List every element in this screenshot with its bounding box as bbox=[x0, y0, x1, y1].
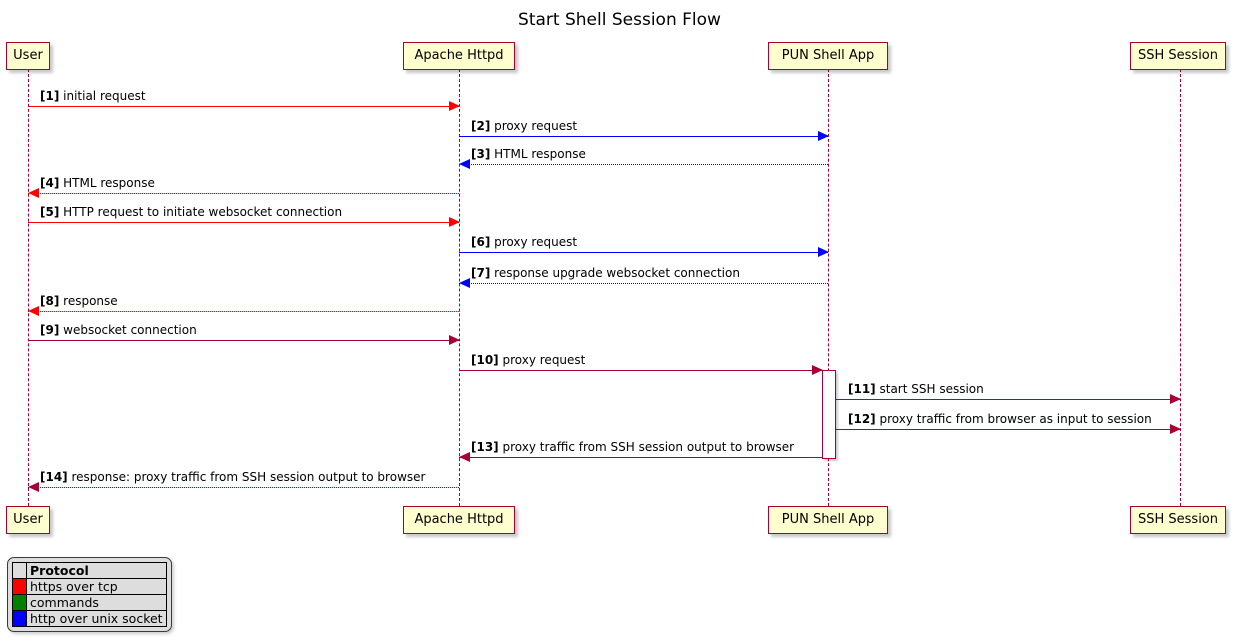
message-line-5 bbox=[28, 222, 459, 223]
message-arrowhead-6 bbox=[818, 247, 829, 257]
message-line-13 bbox=[459, 457, 822, 458]
message-arrowhead-8 bbox=[28, 306, 39, 316]
message-text-5: HTTP request to initiate websocket conne… bbox=[59, 205, 343, 219]
message-line-4 bbox=[28, 193, 459, 194]
message-arrowhead-14 bbox=[28, 482, 39, 492]
message-label-6: [6] proxy request bbox=[471, 235, 577, 249]
message-number-9: [9] bbox=[40, 323, 60, 337]
message-number-10: [10] bbox=[471, 353, 499, 367]
message-text-4: HTML response bbox=[59, 176, 155, 190]
message-line-3 bbox=[459, 164, 828, 165]
message-label-2: [2] proxy request bbox=[471, 119, 577, 133]
legend-swatch-commands bbox=[12, 594, 27, 611]
message-line-2 bbox=[459, 136, 828, 137]
message-label-8: [8] response bbox=[40, 294, 118, 308]
message-arrowhead-5 bbox=[449, 217, 460, 227]
message-text-7: response upgrade websocket connection bbox=[490, 266, 740, 280]
message-text-11: start SSH session bbox=[875, 382, 984, 396]
message-number-7: [7] bbox=[471, 266, 491, 280]
message-text-6: proxy request bbox=[490, 235, 578, 249]
legend-row: commands bbox=[12, 594, 167, 611]
message-label-1: [1] initial request bbox=[40, 89, 146, 103]
message-arrowhead-2 bbox=[818, 131, 829, 141]
legend-label-http-over-unix-socket: http over unix socket bbox=[26, 610, 167, 627]
message-number-13: [13] bbox=[471, 440, 499, 454]
message-text-13: proxy traffic from SSH session output to… bbox=[498, 440, 795, 454]
message-arrowhead-7 bbox=[459, 278, 470, 288]
message-arrowhead-10 bbox=[812, 365, 823, 375]
message-arrowhead-3 bbox=[459, 159, 470, 169]
message-line-6 bbox=[459, 252, 828, 253]
legend-label-commands: commands bbox=[26, 594, 167, 611]
message-number-3: [3] bbox=[471, 147, 491, 161]
message-line-14 bbox=[28, 487, 459, 488]
message-text-12: proxy traffic from browser as input to s… bbox=[875, 412, 1152, 426]
message-text-1: initial request bbox=[59, 89, 146, 103]
legend-swatch-http-over-unix-socket bbox=[12, 610, 27, 627]
legend-label-https-over-tcp: https over tcp bbox=[26, 578, 167, 595]
message-number-11: [11] bbox=[848, 382, 876, 396]
message-text-9: websocket connection bbox=[59, 323, 197, 337]
message-line-11 bbox=[836, 399, 1180, 400]
participant-footer-apache-httpd[interactable]: Apache Httpd bbox=[403, 506, 515, 534]
message-number-12: [12] bbox=[848, 412, 876, 426]
message-text-2: proxy request bbox=[490, 119, 578, 133]
message-line-10 bbox=[459, 370, 822, 371]
message-arrowhead-1 bbox=[449, 101, 460, 111]
message-line-1 bbox=[28, 106, 459, 107]
message-text-10: proxy request bbox=[498, 353, 586, 367]
message-line-12 bbox=[836, 429, 1180, 430]
participant-header-user[interactable]: User bbox=[6, 42, 50, 70]
participant-footer-user[interactable]: User bbox=[6, 506, 50, 534]
message-line-7 bbox=[459, 283, 828, 284]
participant-footer-ssh-session[interactable]: SSH Session bbox=[1130, 506, 1226, 534]
message-number-2: [2] bbox=[471, 119, 491, 133]
message-number-14: [14] bbox=[40, 470, 68, 484]
message-label-3: [3] HTML response bbox=[471, 147, 586, 161]
message-text-3: HTML response bbox=[490, 147, 586, 161]
message-arrowhead-13 bbox=[459, 452, 470, 462]
message-label-9: [9] websocket connection bbox=[40, 323, 197, 337]
message-arrowhead-12 bbox=[1170, 424, 1181, 434]
lifeline-ssh-session bbox=[1180, 69, 1181, 506]
legend-swatch-https-over-tcp bbox=[12, 578, 27, 595]
lifeline-user bbox=[28, 69, 29, 506]
page-title: Start Shell Session Flow bbox=[518, 10, 721, 30]
message-label-4: [4] HTML response bbox=[40, 176, 155, 190]
message-label-5: [5] HTTP request to initiate websocket c… bbox=[40, 205, 342, 219]
message-number-5: [5] bbox=[40, 205, 60, 219]
message-text-8: response bbox=[59, 294, 118, 308]
legend-row: https over tcp bbox=[12, 578, 167, 595]
participant-footer-pun-shell-app[interactable]: PUN Shell App bbox=[768, 506, 888, 534]
message-label-12: [12] proxy traffic from browser as input… bbox=[848, 412, 1152, 426]
message-arrowhead-4 bbox=[28, 188, 39, 198]
message-label-13: [13] proxy traffic from SSH session outp… bbox=[471, 440, 794, 454]
message-number-8: [8] bbox=[40, 294, 60, 308]
message-arrowhead-11 bbox=[1170, 394, 1181, 404]
legend-header-row: Protocol bbox=[12, 562, 167, 579]
participant-header-ssh-session[interactable]: SSH Session bbox=[1130, 42, 1226, 70]
message-text-14: response: proxy traffic from SSH session… bbox=[67, 470, 426, 484]
message-label-11: [11] start SSH session bbox=[848, 382, 984, 396]
message-number-1: [1] bbox=[40, 89, 60, 103]
legend-header-swatch bbox=[12, 562, 27, 579]
activation-bar-pun-shell-app bbox=[822, 370, 836, 459]
lifeline-pun-shell-app bbox=[828, 69, 829, 506]
message-label-7: [7] response upgrade websocket connectio… bbox=[471, 266, 740, 280]
participant-header-pun-shell-app[interactable]: PUN Shell App bbox=[768, 42, 888, 70]
participant-header-apache-httpd[interactable]: Apache Httpd bbox=[403, 42, 515, 70]
message-arrowhead-9 bbox=[449, 335, 460, 345]
legend-header-label: Protocol bbox=[26, 562, 167, 579]
legend-row: http over unix socket bbox=[12, 610, 167, 627]
message-line-9 bbox=[28, 340, 459, 341]
message-line-8 bbox=[28, 311, 459, 312]
message-number-6: [6] bbox=[471, 235, 491, 249]
message-number-4: [4] bbox=[40, 176, 60, 190]
message-label-10: [10] proxy request bbox=[471, 353, 585, 367]
message-label-14: [14] response: proxy traffic from SSH se… bbox=[40, 470, 425, 484]
